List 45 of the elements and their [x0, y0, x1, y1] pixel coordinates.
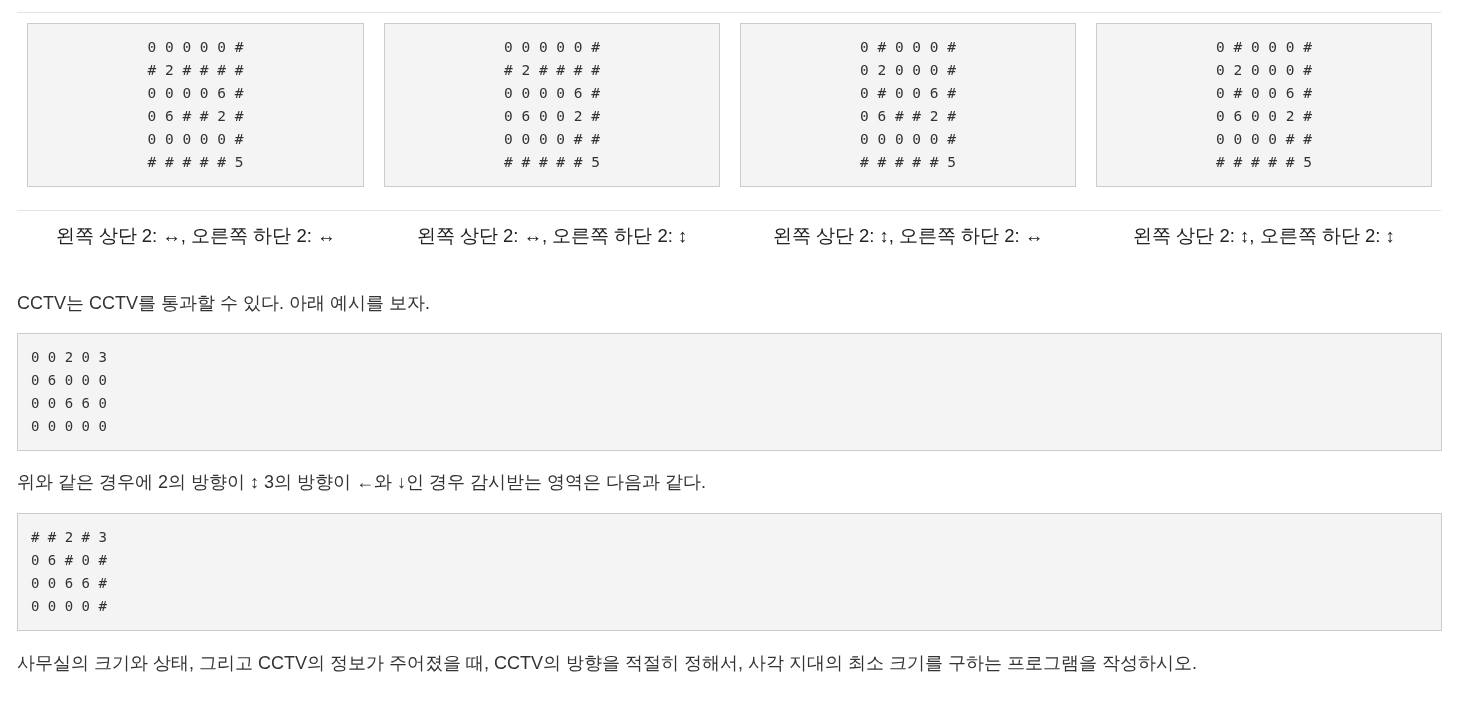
grid-row-text: 0 0 0 0 6 #: [147, 84, 244, 103]
code-line: 0 0 6 6 #: [31, 574, 107, 593]
code-line: # # 2 # 3: [31, 528, 107, 547]
grid-label: 왼쪽 상단 2: ↕, 오른쪽 하단 2: ↕: [1133, 224, 1395, 248]
grid-label: 왼쪽 상단 2: ↔, 오른쪽 하단 2: ↔: [55, 224, 336, 248]
grid-row-text: 0 6 # # 2 #: [860, 107, 956, 126]
paragraph: 사무실의 크기와 상태, 그리고 CCTV의 정보가 주어졌을 때, CCTV의 방향을 적절히 정해서, 사각 지대의 최소 크기를 구하는 프로그램을 작성하시오.: [17, 652, 1198, 675]
code-line: 0 0 2 0 3: [31, 348, 107, 367]
grid-row-text: # # # # # 5: [504, 153, 600, 172]
grid-row-text: 0 # 0 0 0 #: [1216, 38, 1312, 57]
grid-row-text: 0 0 0 0 0 #: [504, 38, 600, 57]
grid-row-text: 0 6 0 0 2 #: [504, 107, 600, 126]
grid-row-text: 0 # 0 0 6 #: [860, 84, 956, 103]
grid-row-text: 0 # 0 0 6 #: [1216, 84, 1312, 103]
grid-row-text: 0 6 0 0 2 #: [1216, 107, 1312, 126]
grid-panel: [740, 23, 1076, 187]
grid-row-text: 0 0 0 0 0 #: [147, 38, 244, 57]
grid-panel: [27, 23, 364, 187]
code-line: 0 0 6 6 0: [31, 394, 107, 413]
grid-row-text: 0 0 0 0 # #: [504, 130, 600, 149]
grid-panel: [384, 23, 720, 187]
grid-row-text: 0 0 0 0 # #: [1216, 130, 1312, 149]
grid-row-text: 0 # 0 0 0 #: [860, 38, 956, 57]
grid-row-text: 0 6 # # 2 #: [147, 107, 244, 126]
code-block: [17, 333, 1442, 451]
grid-row-text: # 2 # # # #: [147, 61, 244, 80]
grid-row-text: 0 0 0 0 0 #: [860, 130, 956, 149]
grid-label: 왼쪽 상단 2: ↕, 오른쪽 하단 2: ↔: [772, 224, 1044, 248]
grid-row-text: # # # # # 5: [860, 153, 956, 172]
paragraph: 위와 같은 경우에 2의 방향이 ↕ 3의 방향이 ←와 ↓인 경우 감시받는 영역은 다음과 같다.: [17, 471, 707, 494]
grid-row-text: 0 0 0 0 6 #: [504, 84, 600, 103]
grid-row-text: # 2 # # # #: [504, 61, 600, 80]
code-line: 0 0 0 0 #: [31, 597, 107, 616]
code-line: 0 6 0 0 0: [31, 371, 107, 390]
grid-label: 왼쪽 상단 2: ↔, 오른쪽 하단 2: ↕: [416, 224, 688, 248]
grid-row-text: # # # # # 5: [1216, 153, 1312, 172]
code-block: [17, 513, 1442, 631]
grid-row-text: 0 0 0 0 0 #: [147, 130, 244, 149]
grid-row-text: 0 2 0 0 0 #: [1216, 61, 1312, 80]
grid-row-text: # # # # # 5: [147, 153, 244, 172]
paragraph: CCTV는 CCTV를 통과할 수 있다. 아래 예시를 보자.: [17, 292, 430, 315]
code-line: 0 6 # 0 #: [31, 551, 107, 570]
grid-panel: [1096, 23, 1432, 187]
code-line: 0 0 0 0 0: [31, 417, 107, 436]
grid-row-text: 0 2 0 0 0 #: [860, 61, 956, 80]
